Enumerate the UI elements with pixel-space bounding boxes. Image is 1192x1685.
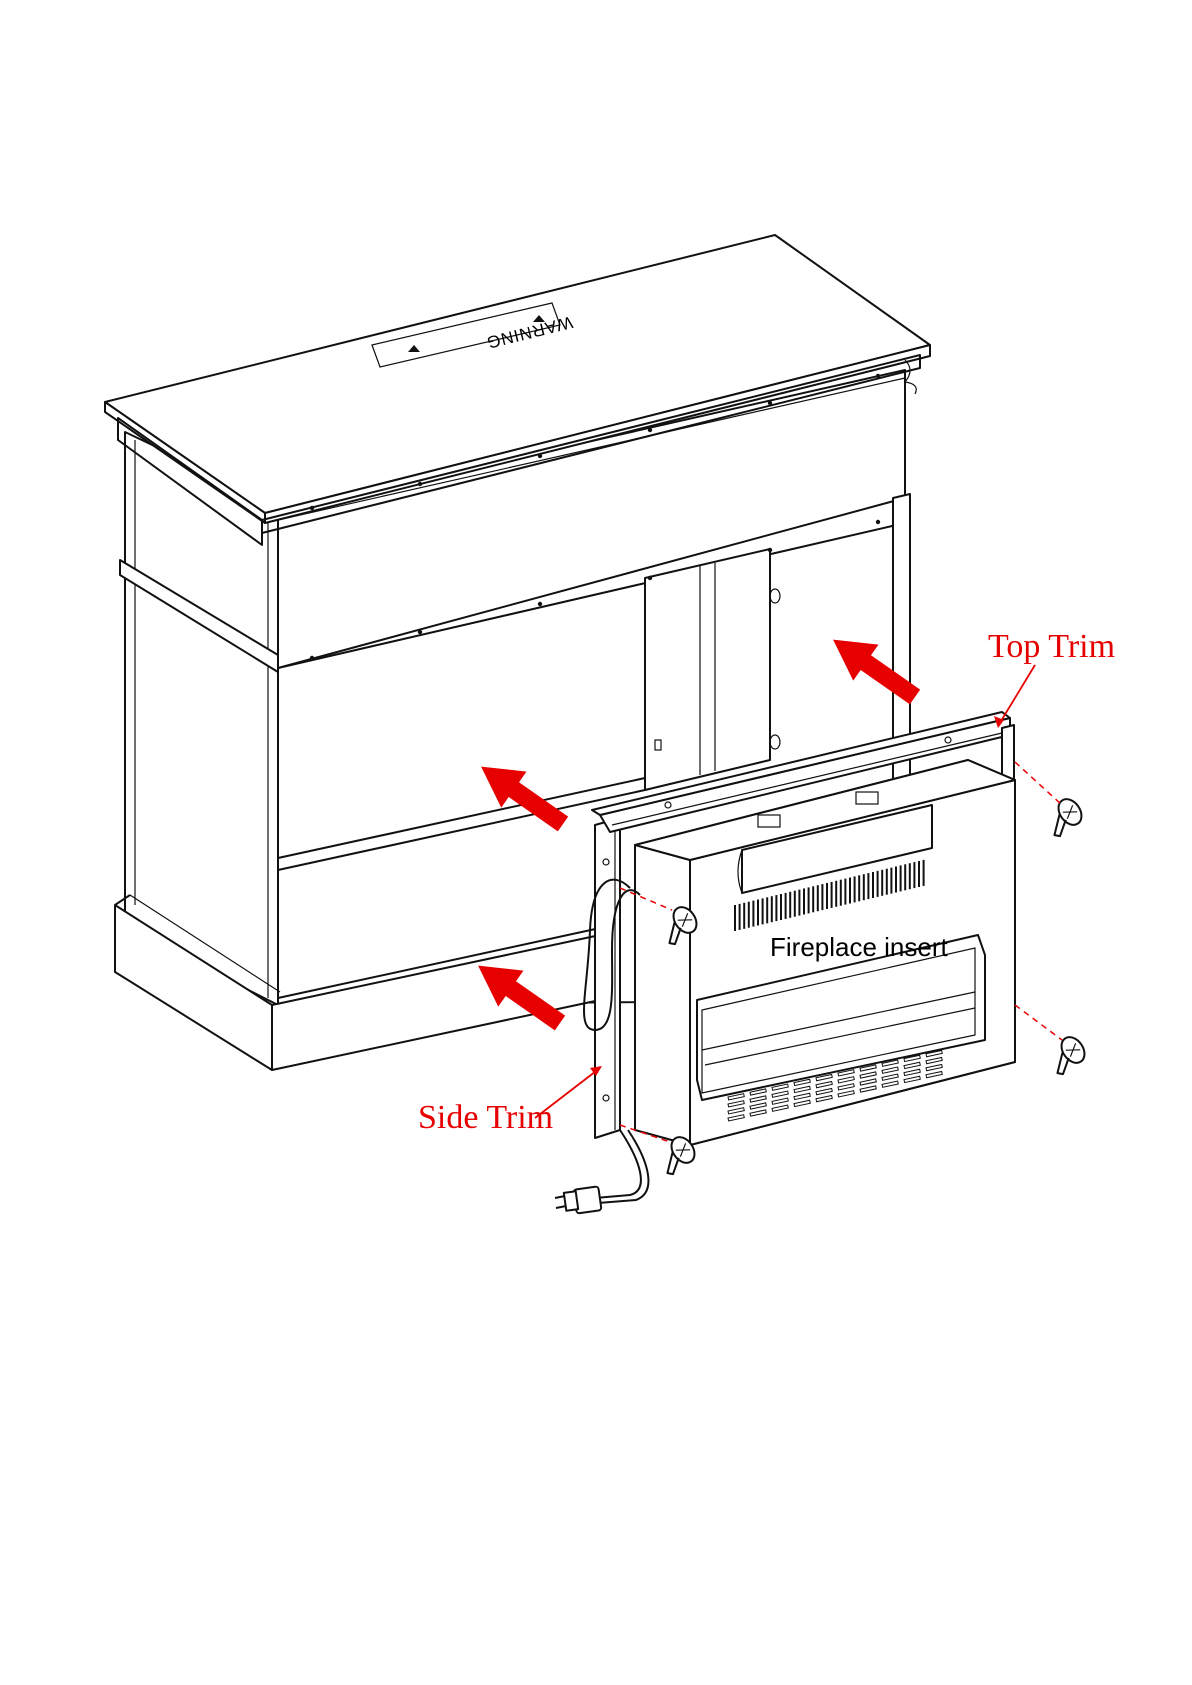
top-trim-callout: Top Trim	[988, 628, 1115, 728]
fireplace-insert-label: Fireplace insert	[770, 932, 949, 962]
side-trim	[595, 818, 620, 1138]
screw-guide-line	[1015, 762, 1062, 805]
side-trim-label: Side Trim	[418, 1099, 553, 1136]
screw-guide-line	[1015, 1005, 1062, 1040]
top-trim-label: Top Trim	[988, 628, 1115, 665]
center-support	[645, 549, 770, 790]
cabinet-left-side	[125, 432, 278, 1005]
screw-bottom-right	[1044, 1033, 1090, 1077]
screw-top-right	[1041, 795, 1087, 839]
side-trim-callout: Side Trim	[418, 1066, 602, 1136]
